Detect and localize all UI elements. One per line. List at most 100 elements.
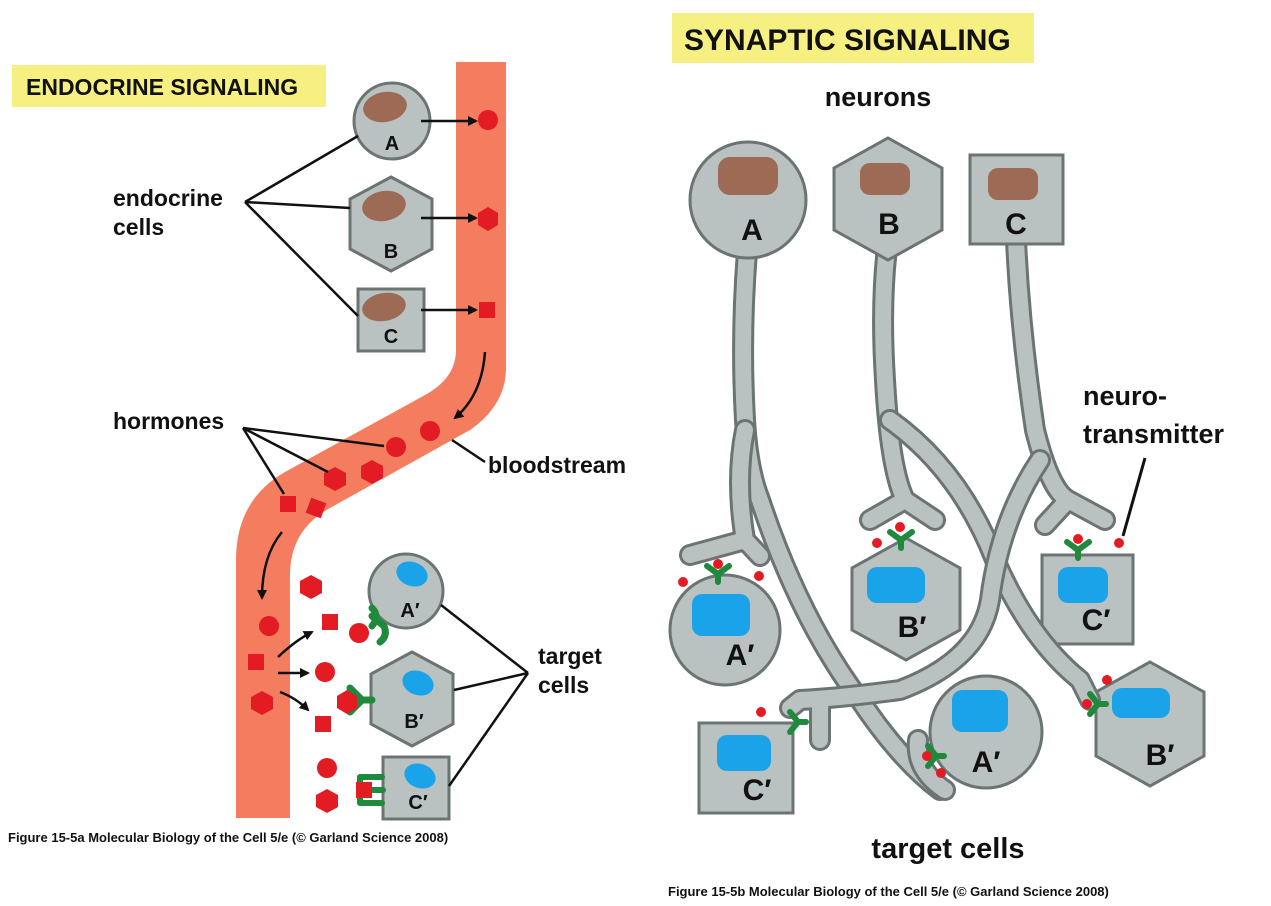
cell-letter: C′ (1082, 604, 1111, 637)
nucleus (396, 561, 428, 587)
cell-letter: C′ (743, 774, 772, 807)
neuron-c: C (968, 153, 1065, 246)
nucleus (867, 567, 925, 603)
target-cell-b-prime: B′ (337, 650, 455, 748)
neurons-label: neurons (825, 82, 932, 112)
hormone-hexagon (316, 789, 338, 813)
synaptic-target-c-prime-1: C′ (1040, 553, 1135, 646)
hormone-hexagon (324, 467, 346, 491)
pointer-line (1121, 457, 1147, 537)
pointer-line (244, 134, 359, 204)
nucleus (1112, 688, 1170, 718)
endocrine-cell-c: C (356, 287, 426, 353)
nucleus (363, 91, 407, 123)
synaptic-title-bg (672, 13, 1034, 63)
synaptic-target-c-prime-2: C′ (697, 721, 795, 815)
hormone-square (479, 302, 495, 318)
bound-hormone (356, 782, 372, 798)
caption: Figure 15-5a Molecular Biology of the Ce… (8, 830, 448, 845)
cell-letter: B (878, 208, 900, 241)
pointer-line (447, 672, 530, 787)
nucleus (988, 168, 1038, 200)
bound-hormone (337, 690, 357, 714)
nucleus (1058, 567, 1108, 603)
nucleus (692, 594, 750, 636)
hormone-square (315, 716, 331, 732)
target-cell-a-prime: A′ (349, 552, 445, 646)
hormone-square (305, 497, 327, 519)
target-cells-label: target cells (871, 833, 1024, 865)
cell-letter: C (384, 326, 398, 348)
cell-letter: C (1005, 208, 1027, 241)
diffusion-arrow (279, 690, 310, 712)
pointer-line (453, 671, 529, 692)
neurotransmitter-dot (713, 559, 723, 569)
synaptic-target-b-prime-2: B′ (1094, 660, 1206, 788)
target-cell-c-prime: C′ (356, 755, 451, 821)
pointer-line (244, 200, 351, 210)
endocrine-panel: ENDOCRINE SIGNALING A B C (8, 62, 626, 845)
target-cells-label: cells (538, 672, 589, 698)
hormone-circle (315, 662, 335, 682)
neurotransmitter-dot (895, 522, 905, 532)
endocrine-title: ENDOCRINE SIGNALING (26, 74, 298, 100)
hormone-circle (259, 616, 279, 636)
neurotransmitter-dot (678, 577, 688, 587)
neurotransmitter-label: transmitter (1083, 419, 1225, 449)
neurotransmitter-dot (756, 707, 766, 717)
receptor (1064, 539, 1092, 561)
cell-letter: A′ (972, 746, 1001, 779)
pointer-line (451, 438, 486, 464)
endocrine-cells-label: cells (113, 214, 164, 240)
neuron-b: B (832, 136, 944, 262)
neurotransmitter-dot (1114, 538, 1124, 548)
hormone-circle (317, 758, 337, 778)
synaptic-target-b-prime-1: B′ (850, 536, 962, 662)
bloodstream (236, 62, 506, 818)
flow-arrow (453, 351, 487, 420)
synapse-a-a-prime-2 (922, 743, 947, 778)
cell-letter: A (385, 133, 399, 155)
hormone-hexagon (478, 207, 498, 231)
receptor (704, 563, 732, 585)
synaptic-target-a-prime-1: A′ (668, 573, 782, 687)
hormones-label: hormones (113, 408, 224, 434)
neuron-a: A (688, 140, 808, 260)
nucleus (362, 190, 406, 222)
hormone-hexagon (361, 460, 383, 484)
synaptic-panel: SYNAPTIC SIGNALING neurons A′ B′ C′ C′ A… (668, 13, 1225, 899)
nucleus (717, 735, 771, 771)
synapse-a-a-prime (678, 559, 764, 587)
synapse-c-c-prime (1064, 534, 1124, 561)
hormone-circle (420, 421, 440, 441)
synapse-b-b-prime (872, 522, 915, 551)
cell-letter: B′ (404, 711, 423, 733)
neurotransmitter-dot (1102, 675, 1112, 685)
nucleus (404, 763, 436, 789)
bloodstream-label: bloodstream (488, 452, 626, 478)
cell-letter: B′ (1146, 739, 1175, 772)
receptor (925, 743, 947, 769)
cell-letter: A (741, 214, 763, 247)
hormone-hexagon (251, 691, 273, 715)
hormone-circle (478, 110, 498, 130)
caption: Figure 15-5b Molecular Biology of the Ce… (668, 884, 1109, 899)
pointer-line (241, 427, 286, 495)
neurotransmitter-dot (1082, 699, 1092, 709)
neurotransmitter-dot (754, 571, 764, 581)
cell-letter: C′ (408, 792, 427, 814)
bound-hormone (349, 623, 369, 643)
flow-arrow (257, 531, 283, 600)
diffusion-arrow (277, 630, 314, 658)
neurotransmitter-dot (1073, 534, 1083, 544)
axon-paths (679, 229, 1116, 801)
receptor (887, 529, 915, 551)
target-cells-label: target (538, 643, 602, 669)
synaptic-target-a-prime-2: A′ (928, 674, 1044, 790)
endocrine-title-bg (12, 65, 326, 107)
cell-letter: B (384, 241, 398, 263)
receptor (1087, 691, 1109, 717)
neurotransmitter-label: neuro- (1083, 381, 1167, 411)
cell-letter: A′ (726, 639, 755, 672)
